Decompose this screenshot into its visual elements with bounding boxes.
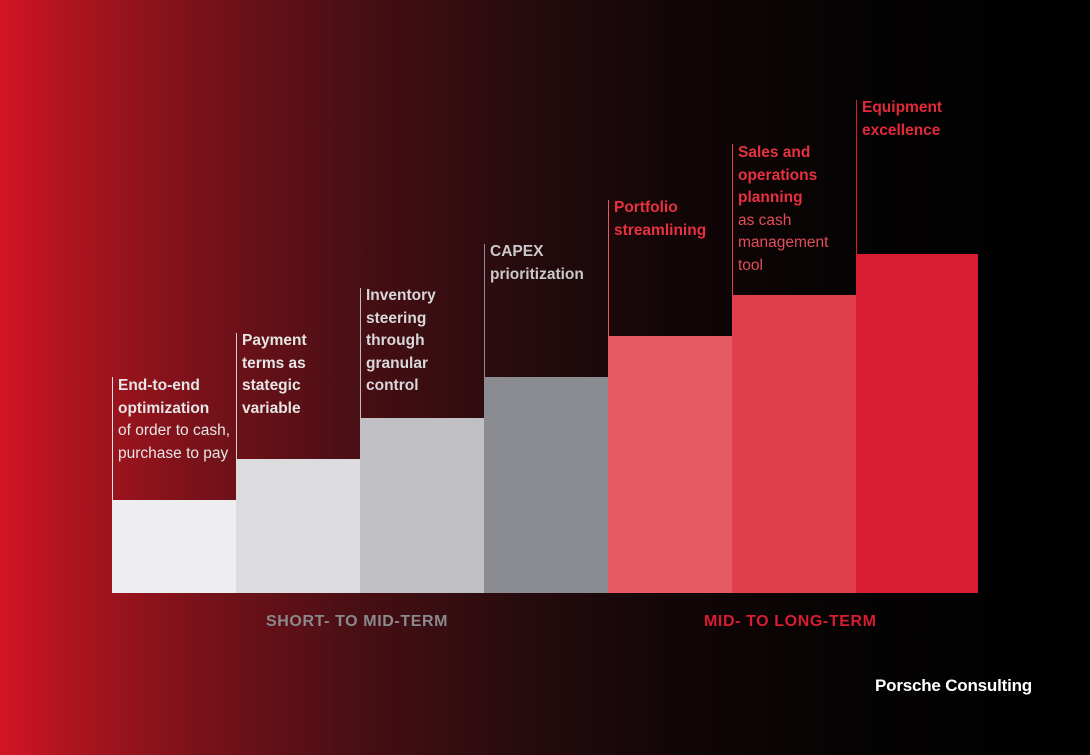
step-7-bar — [856, 254, 978, 593]
step-6-title: Sales and operations planning — [738, 144, 818, 206]
step-3-label: Inventory steering through granular cont… — [366, 285, 456, 398]
step-2-title: Payment terms as stategic variable — [242, 332, 307, 417]
step-7-connector-line — [856, 100, 857, 254]
step-6-label: Sales and operations planning as cash ma… — [738, 142, 848, 277]
step-5-label: Portfolio streamlining — [614, 197, 724, 242]
step-6-subtitle: as cash management tool — [738, 211, 829, 274]
mid-to-long-term-label: MID- TO LONG-TERM — [704, 613, 877, 630]
step-4-title: CAPEX prioritization — [490, 243, 584, 283]
step-5-connector-line — [608, 200, 609, 336]
porsche-consulting-logo: Porsche Consulting — [875, 676, 1032, 695]
step-4-label: CAPEX prioritization — [490, 241, 600, 286]
step-7-label: Equipment excellence — [862, 97, 972, 142]
step-5-title: Portfolio streamlining — [614, 199, 707, 239]
step-2-bar — [236, 459, 360, 593]
step-7-title: Equipment excellence — [862, 99, 943, 139]
step-4-bar — [484, 377, 608, 593]
step-1-connector-line — [112, 377, 113, 500]
step-5-bar — [608, 336, 732, 593]
step-1-bar — [112, 500, 236, 593]
step-1-title: End-to-end optimization — [118, 377, 210, 417]
short-to-mid-term-label: SHORT- TO MID-TERM — [266, 613, 449, 630]
step-6-connector-line — [732, 144, 733, 295]
step-3-connector-line — [360, 288, 361, 418]
step-1-label: End-to-end optimization of order to cash… — [118, 375, 238, 465]
step-3-title: Inventory steering through granular cont… — [366, 287, 436, 394]
step-2-label: Payment terms as stategic variable — [242, 330, 350, 420]
step-1-subtitle: of order to cash, purchase to pay — [118, 422, 231, 462]
step-4-connector-line — [484, 244, 485, 377]
step-6-bar — [732, 295, 856, 593]
step-2-connector-line — [236, 333, 237, 459]
step-3-bar — [360, 418, 484, 593]
